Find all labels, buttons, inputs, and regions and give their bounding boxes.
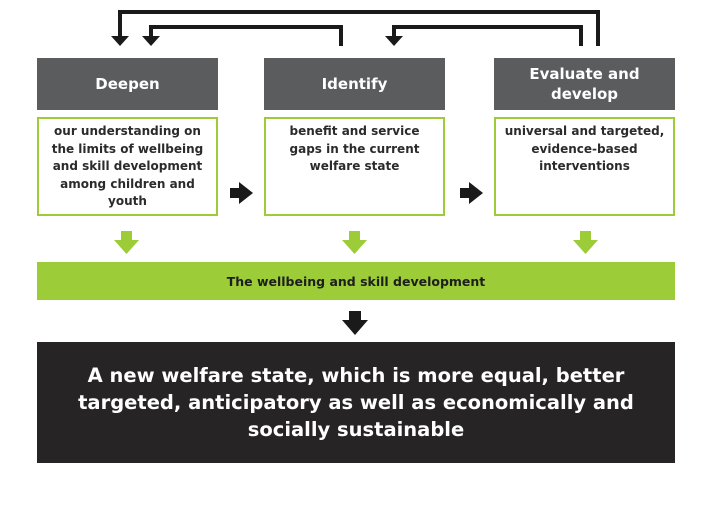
feedback-loop-outer <box>118 10 600 46</box>
outcome-box: A new welfare state, which is more equal… <box>37 342 675 463</box>
step-header-evaluate: Evaluate and develop <box>494 58 675 110</box>
arrow-right-icon <box>230 182 253 204</box>
step-description-text: our understanding on the limits of wellb… <box>51 124 204 208</box>
feedback-arrowhead-outer <box>111 36 129 46</box>
feedback-arrowhead-inner-left <box>142 36 160 46</box>
feedback-loop-inner-right <box>392 25 583 46</box>
step-description-text: universal and targeted, evidence-based i… <box>504 124 665 173</box>
step-header-deepen: Deepen <box>37 58 218 110</box>
feedback-arrowhead-inner-right <box>385 36 403 46</box>
step-description-text: benefit and service gaps in the current … <box>289 124 420 173</box>
wellbeing-band-label: The wellbeing and skill development <box>226 273 486 289</box>
feedback-loop-inner-left <box>149 25 343 46</box>
step-description-identify: benefit and service gaps in the current … <box>264 117 445 216</box>
step-header-identify: Identify <box>264 58 445 110</box>
outcome-text: A new welfare state, which is more equal… <box>78 364 634 441</box>
green-down-arrow-icon <box>573 231 598 254</box>
step-title: Evaluate and develop <box>529 65 640 103</box>
wellbeing-band: The wellbeing and skill development <box>37 262 675 300</box>
step-description-evaluate: universal and targeted, evidence-based i… <box>494 117 675 216</box>
black-down-arrow-icon <box>342 311 368 335</box>
step-description-deepen: our understanding on the limits of wellb… <box>37 117 218 216</box>
arrow-right-icon <box>460 182 483 204</box>
green-down-arrow-icon <box>342 231 367 254</box>
step-title: Deepen <box>95 75 160 93</box>
green-down-arrow-icon <box>114 231 139 254</box>
step-title: Identify <box>321 75 388 93</box>
